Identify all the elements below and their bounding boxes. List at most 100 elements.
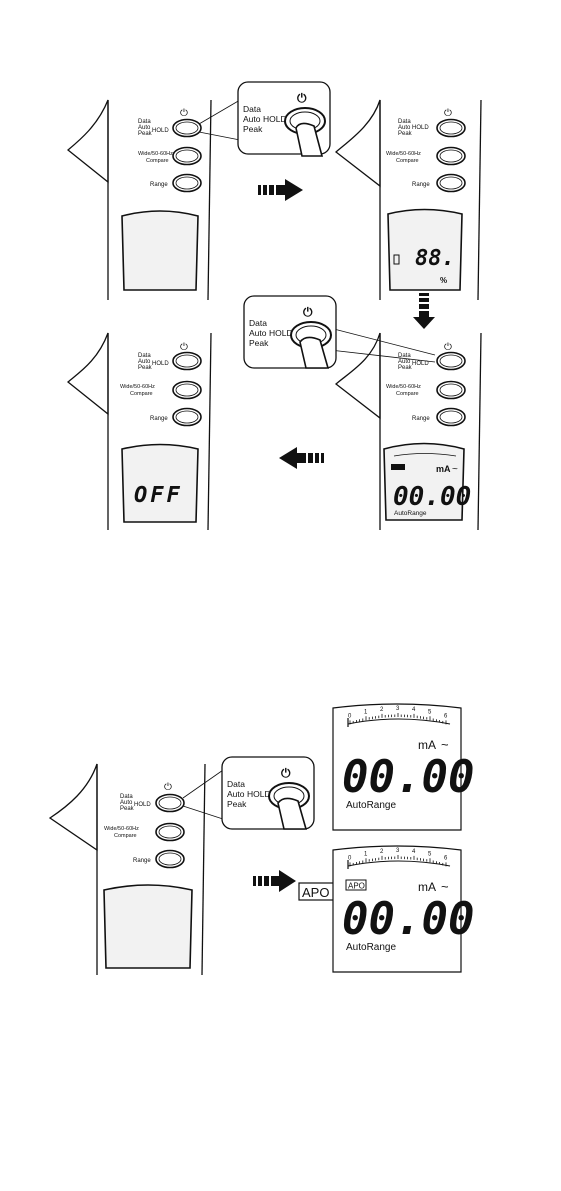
scale-tick-labels: 0 1 2 3 4 5 6 xyxy=(348,706,448,725)
meter-panel-2: ⏻ Data Auto HOLD Peak Wide/50-60Hz Compa… xyxy=(334,99,482,301)
apo-callout-text: APO xyxy=(302,885,329,900)
unit-label: mA xyxy=(436,464,451,474)
svg-text:HOLD: HOLD xyxy=(134,802,151,808)
svg-text:Range: Range xyxy=(133,858,151,864)
scale-tick-label: 3 xyxy=(396,848,400,854)
apo-badge xyxy=(345,879,367,891)
hold-label-peak: Peak xyxy=(138,131,153,137)
startup-digits: 88. xyxy=(415,246,455,271)
svg-text:Auto: Auto xyxy=(243,114,261,124)
svg-text:HOLD: HOLD xyxy=(412,125,429,131)
lcd-window-startup xyxy=(387,208,463,291)
battery-icon xyxy=(393,254,400,265)
scale-tick-label: 2 xyxy=(380,849,384,855)
scale-tick-label: 0 xyxy=(348,855,352,861)
meter-panel-5: ⏻ Data Auto HOLD Peak Wide/50-60Hz Compa… xyxy=(48,756,315,976)
arrow-down xyxy=(413,293,435,329)
scale-tick-label: 2 xyxy=(380,707,384,713)
lcd-window-reading xyxy=(383,442,465,521)
svg-text:Compare: Compare xyxy=(396,158,419,164)
apo-badge-text: APO xyxy=(348,882,365,891)
reading-digits: 00.00 xyxy=(393,482,471,512)
callout-zoom-2: Data Auto HOLD Peak ⏻ xyxy=(243,295,436,369)
power-icon: ⏻ xyxy=(444,342,452,353)
ac-symbol: ~ xyxy=(441,879,449,894)
scale-tick-label: 6 xyxy=(444,713,448,719)
hold-label-hold: HOLD xyxy=(152,128,169,134)
svg-text:Auto: Auto xyxy=(398,125,411,131)
meter-body-outline xyxy=(66,99,109,184)
unit-label: mA xyxy=(418,738,436,752)
pressing-finger xyxy=(299,336,330,369)
off-text: OFF xyxy=(134,483,183,508)
range-label: Range xyxy=(150,182,168,188)
svg-text:Data: Data xyxy=(120,794,133,800)
lcd-window-off xyxy=(121,443,199,523)
svg-text:Auto: Auto xyxy=(249,328,267,338)
arrow-left xyxy=(279,447,324,469)
svg-text:Peak: Peak xyxy=(138,365,153,371)
scale-tick-label: 4 xyxy=(412,707,416,713)
wide-label: Wide/50-60Hz xyxy=(138,151,173,157)
power-icon: ⏻ xyxy=(180,342,188,353)
autorange-label: AutoRange xyxy=(346,800,396,811)
ac-symbol: ~ xyxy=(441,737,449,752)
svg-text:HOLD: HOLD xyxy=(152,361,169,367)
power-icon: ⏻ xyxy=(164,782,172,793)
meter-panel-1: ⏻ Data Auto HOLD Peak Wide/50-60Hz Compa… xyxy=(66,81,331,301)
scale-tick-label: 1 xyxy=(364,709,368,715)
pressing-finger xyxy=(277,797,308,830)
svg-text:Data: Data xyxy=(249,318,267,328)
lcd-window-blank xyxy=(103,884,193,969)
reading-digits: 00.00 xyxy=(342,894,474,945)
scale-tick-label: 0 xyxy=(348,713,352,719)
svg-text:Range: Range xyxy=(412,416,430,422)
power-icon: ⏻ xyxy=(281,766,291,780)
meter-panel-4: ⏻ Data Auto HOLD Peak Wide/50-60Hz Compa… xyxy=(334,332,482,531)
svg-text:Wide/50-60Hz: Wide/50-60Hz xyxy=(386,384,421,390)
svg-text:HOLD: HOLD xyxy=(263,114,287,124)
svg-text:Data: Data xyxy=(138,353,151,359)
svg-text:Compare: Compare xyxy=(396,391,419,397)
svg-text:Peak: Peak xyxy=(398,365,413,371)
autorange-label: AutoRange xyxy=(346,942,396,953)
svg-text:Data: Data xyxy=(398,353,411,359)
svg-text:HOLD: HOLD xyxy=(247,789,271,799)
svg-text:Peak: Peak xyxy=(398,131,413,137)
arrow-right-2 xyxy=(253,870,296,892)
power-icon: ⏻ xyxy=(297,91,307,105)
svg-text:HOLD: HOLD xyxy=(412,361,429,367)
svg-text:Range: Range xyxy=(412,182,430,188)
svg-text:Wide/50-60Hz: Wide/50-60Hz xyxy=(104,826,139,832)
svg-text:Wide/50-60Hz: Wide/50-60Hz xyxy=(386,151,421,157)
hold-label-auto: Auto xyxy=(138,125,151,131)
svg-text:Compare: Compare xyxy=(114,833,137,839)
scale-tick-label: 3 xyxy=(396,706,400,712)
lcd-window-blank xyxy=(121,210,199,291)
ac-symbol: ~ xyxy=(452,464,458,475)
arrow-right-1 xyxy=(258,179,303,201)
unit-label: mA xyxy=(418,880,436,894)
pressing-finger xyxy=(295,122,324,157)
scale-tick-label: 5 xyxy=(428,709,432,715)
svg-text:Auto: Auto xyxy=(120,800,133,806)
svg-text:Compare: Compare xyxy=(130,391,153,397)
autorange-label: AutoRange xyxy=(394,510,427,517)
svg-text:Peak: Peak xyxy=(227,799,247,809)
scale-tick-label: 1 xyxy=(364,851,368,857)
svg-text:Auto: Auto xyxy=(227,789,245,799)
meter-panel-3: ⏻ Data Auto HOLD Peak Wide/50-60Hz Compa… xyxy=(66,332,212,531)
svg-text:Data: Data xyxy=(243,104,261,114)
scale-tick-label: 4 xyxy=(412,849,416,855)
svg-text:Wide/50-60Hz: Wide/50-60Hz xyxy=(120,384,155,390)
power-icon: ⏻ xyxy=(180,108,188,119)
svg-text:Range: Range xyxy=(150,416,168,422)
svg-text:Auto: Auto xyxy=(138,359,151,365)
startup-unit: % xyxy=(440,276,447,285)
compare-label: Compare xyxy=(146,158,169,164)
